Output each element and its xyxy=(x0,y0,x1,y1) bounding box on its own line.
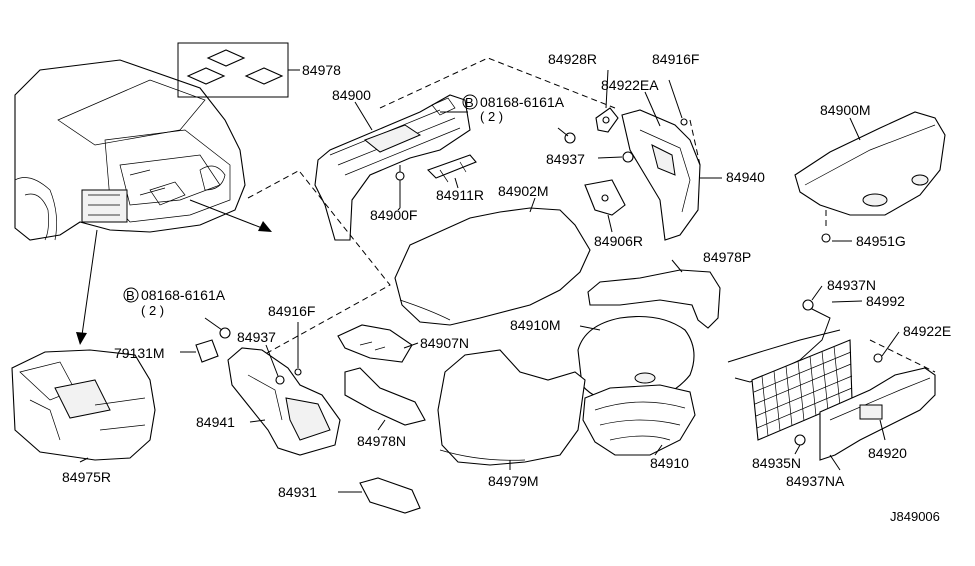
label-84978P: 84978P xyxy=(703,249,751,265)
part-84941-side-panel xyxy=(195,327,341,456)
label-84935N: 84935N xyxy=(752,455,801,471)
part-84910-well xyxy=(582,384,696,456)
label-84900F: 84900F xyxy=(370,207,417,223)
part-84940-side-panel xyxy=(621,109,701,241)
label-84979M: 84979M xyxy=(488,473,539,489)
label-08168-top: 08168-6161A xyxy=(480,94,565,110)
label-84916F-top: 84916F xyxy=(652,51,699,67)
label-84922EA: 84922EA xyxy=(601,77,659,93)
label-84941: 84941 xyxy=(196,414,235,430)
part-84911R xyxy=(426,154,477,183)
label-84916F-left: 84916F xyxy=(268,303,315,319)
part-84979M-mat xyxy=(437,349,586,466)
part-84978-pads xyxy=(177,42,300,98)
label-84907N: 84907N xyxy=(420,335,469,351)
label-84911R: 84911R xyxy=(436,187,484,203)
part-labels: 84978 84900 08168-6161A ( 2 ) 84928R 849… xyxy=(62,51,951,524)
bolt-symbol-left: B xyxy=(126,288,135,303)
part-84900-panel xyxy=(314,94,471,241)
label-84975R: 84975R xyxy=(62,469,111,485)
part-84902M-mat xyxy=(394,207,591,326)
label-84910: 84910 xyxy=(650,455,689,471)
car-body-illustration xyxy=(14,59,246,241)
label-84978: 84978 xyxy=(302,62,341,78)
arrows xyxy=(76,199,272,345)
label-84910M: 84910M xyxy=(510,317,561,333)
part-84920-side-panel xyxy=(819,353,936,461)
label-84992: 84992 xyxy=(866,293,905,309)
bolt-symbols: B B xyxy=(123,94,478,303)
label-08168-left-qty: ( 2 ) xyxy=(141,303,164,318)
part-84975R-box xyxy=(11,349,156,461)
part-84900M xyxy=(794,111,946,243)
label-08168-top-qty: ( 2 ) xyxy=(480,109,503,124)
label-84920: 84920 xyxy=(868,445,907,461)
label-84937-left: 84937 xyxy=(237,329,276,345)
label-84906R: 84906R xyxy=(594,233,643,249)
label-84900: 84900 xyxy=(332,87,371,103)
label-84902M: 84902M xyxy=(498,183,549,199)
part-84906R xyxy=(584,179,626,216)
diagram-id: J849006 xyxy=(890,509,940,524)
label-79131M: 79131M xyxy=(114,345,165,361)
label-84900M: 84900M xyxy=(820,102,871,118)
part-84931 xyxy=(359,477,421,514)
label-84931: 84931 xyxy=(278,484,317,500)
part-84907N xyxy=(337,324,413,363)
label-84937-top: 84937 xyxy=(546,151,585,167)
label-84937NA: 84937NA xyxy=(786,473,845,489)
label-08168-left: 08168-6161A xyxy=(141,287,226,303)
part-84978P xyxy=(587,269,721,329)
bolt-symbol-top: B xyxy=(465,95,474,110)
label-84928R: 84928R xyxy=(548,51,597,67)
label-84937N: 84937N xyxy=(827,277,876,293)
part-84978N xyxy=(344,367,426,426)
leader-lines xyxy=(79,79,900,493)
label-84940: 84940 xyxy=(726,169,765,185)
label-84978N: 84978N xyxy=(357,433,406,449)
label-84922E: 84922E xyxy=(903,323,951,339)
label-84951G: 84951G xyxy=(856,233,906,249)
